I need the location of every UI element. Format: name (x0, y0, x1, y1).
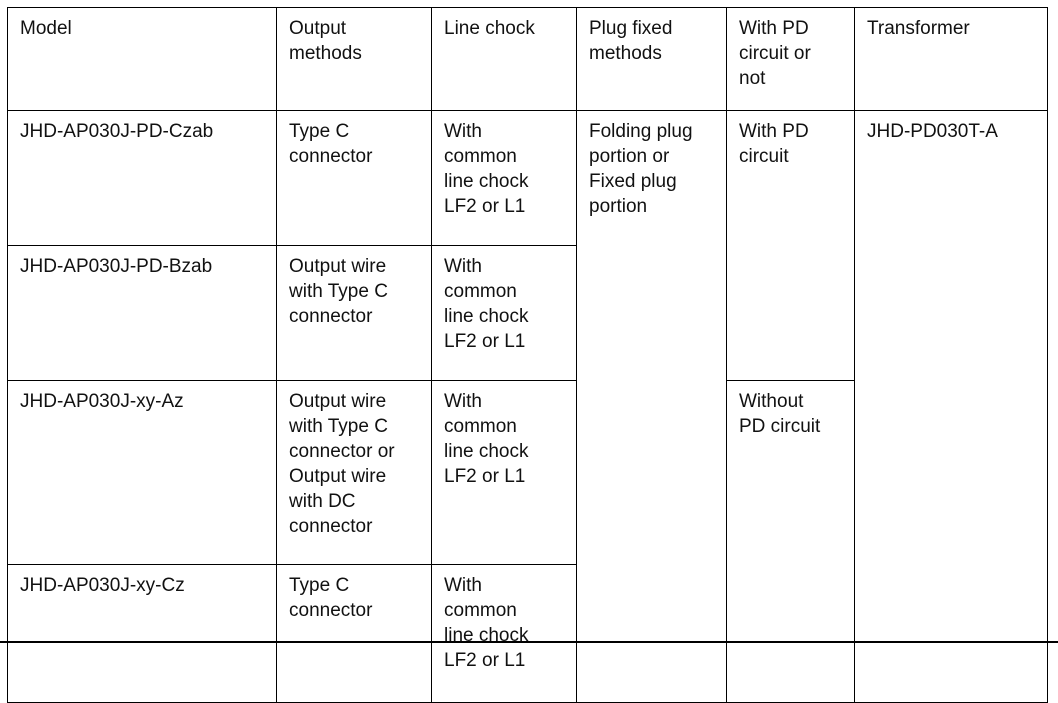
cell-output-methods: Type C connector (276, 110, 432, 246)
value-model: JHD-AP030J-xy-Az (20, 391, 184, 412)
value-model: JHD-AP030J-PD-Czab (20, 121, 214, 142)
value-line-chock: With common line chock LF2 or L1 (444, 256, 529, 352)
value-line-chock: With common line chock LF2 or L1 (444, 391, 529, 487)
cell-line-chock: With common line chock LF2 or L1 (431, 110, 577, 246)
header-label-plug-fixed-methods: Plug fixed methods (589, 18, 673, 64)
table-header-row: Model Output methods Line chock Plug fix… (7, 7, 1048, 111)
value-output-methods: Output wire with Type C connector or Out… (289, 391, 395, 537)
cell-transformer-merged: JHD-PD030T-A (854, 110, 1048, 703)
value-line-chock: With common line chock LF2 or L1 (444, 121, 529, 217)
cell-line-chock: With common line chock LF2 or L1 (431, 380, 577, 565)
header-label-pd-circuit: With PD circuit or not (739, 18, 811, 89)
header-label-transformer: Transformer (867, 18, 970, 39)
header-label-line-chock: Line chock (444, 18, 535, 39)
header-cell-transformer: Transformer (854, 7, 1048, 111)
header-cell-output-methods: Output methods (276, 7, 432, 111)
cell-output-methods: Output wire with Type C connector (276, 245, 432, 381)
cell-line-chock: With common line chock LF2 or L1 (431, 564, 577, 703)
cell-pd-circuit-without-merged: Without PD circuit (726, 380, 855, 703)
table-row: JHD-AP030J-PD-Bzab Output wire with Type… (7, 245, 1048, 381)
cell-model: JHD-AP030J-xy-Cz (7, 564, 277, 703)
table-row: JHD-AP030J-PD-Czab Type C connector With… (7, 110, 1048, 703)
cell-plug-fixed-methods-merged: Folding plug portion or Fixed plug porti… (576, 110, 727, 703)
value-output-methods: Type C connector (289, 575, 373, 621)
value-transformer: JHD-PD030T-A (867, 121, 998, 142)
model-specification-table: Model Output methods Line chock Plug fix… (7, 7, 1048, 703)
value-line-chock: With common line chock LF2 or L1 (444, 575, 529, 671)
header-label-output-methods: Output methods (289, 18, 362, 64)
header-cell-line-chock: Line chock (431, 7, 577, 111)
header-cell-pd-circuit: With PD circuit or not (726, 7, 855, 111)
spec-table-container: Model Output methods Line chock Plug fix… (7, 7, 1048, 703)
value-plug-fixed-methods: Folding plug portion or Fixed plug porti… (589, 121, 693, 217)
cell-output-methods: Type C connector (276, 564, 432, 703)
cell-model: JHD-AP030J-PD-Czab (7, 110, 277, 246)
cell-output-methods: Output wire with Type C connector or Out… (276, 380, 432, 565)
value-pd-circuit-without: Without PD circuit (739, 391, 821, 437)
header-label-model: Model (20, 18, 72, 39)
header-cell-model: Model (7, 7, 277, 111)
page-bottom-rule (0, 641, 1058, 643)
table-row: JHD-AP030J-xy-Az Output wire with Type C… (7, 380, 1048, 703)
value-model: JHD-AP030J-xy-Cz (20, 575, 185, 596)
header-cell-plug-fixed-methods: Plug fixed methods (576, 7, 727, 111)
value-pd-circuit-with: With PD circuit (739, 121, 809, 167)
cell-line-chock: With common line chock LF2 or L1 (431, 245, 577, 381)
cell-model: JHD-AP030J-PD-Bzab (7, 245, 277, 381)
value-output-methods: Output wire with Type C connector (289, 256, 388, 327)
value-output-methods: Type C connector (289, 121, 373, 167)
cell-pd-circuit-with-merged: With PD circuit (726, 110, 855, 381)
cell-model: JHD-AP030J-xy-Az (7, 380, 277, 565)
value-model: JHD-AP030J-PD-Bzab (20, 256, 213, 277)
